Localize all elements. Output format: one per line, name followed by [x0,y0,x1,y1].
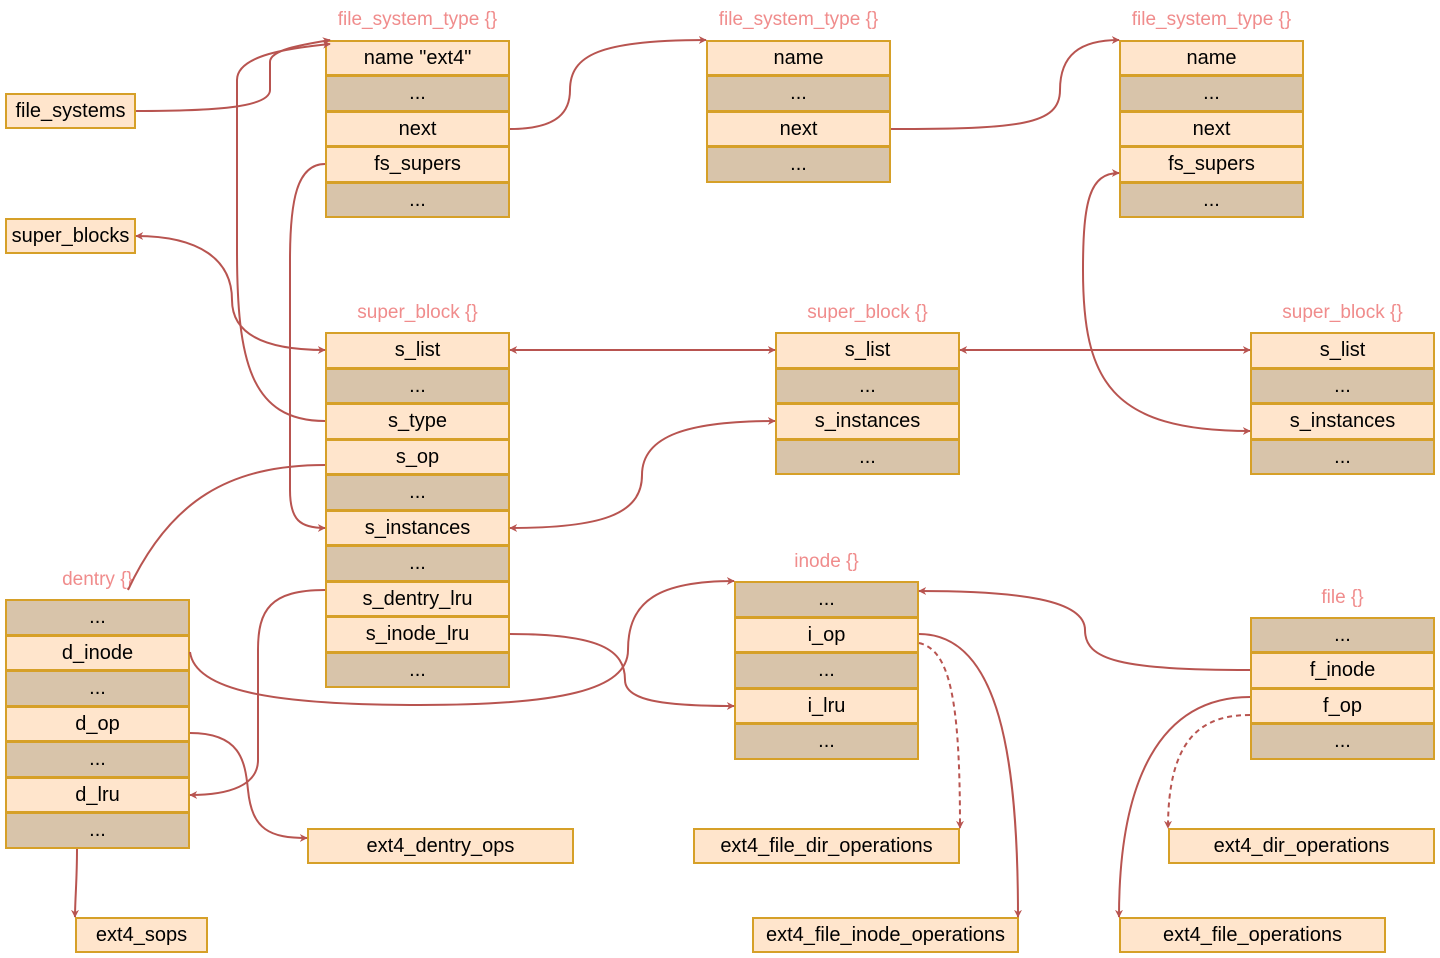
edge-i-op-to-file-inode-ops [918,633,1022,918]
ext4-file-operations-box: ext4_file_operations [1119,917,1386,953]
edge-f-inode-to-inode [918,587,1251,671]
sb3-field-ellipsis: ... [1250,368,1435,404]
sb3-field-ellipsis: ... [1250,439,1435,475]
sb1-field-ellipsis: ... [325,652,510,688]
edge-sb1-instances-to-sb2-instances [509,417,776,532]
dentry-field-d-lru: d_lru [5,777,190,813]
sb1-field-s-op: s_op [325,439,510,475]
edge-file-systems-to-fst1 [135,37,331,112]
fst3-field-next: next [1119,111,1304,147]
edge-fst1-next-to-fst2 [509,36,707,130]
ext4-dentry-ops-box: ext4_dentry_ops [307,828,574,864]
sb1-title: super_block {} [357,302,478,323]
sb2-field-ellipsis: ... [775,439,960,475]
dentry-field-ellipsis: ... [5,599,190,636]
edge-i-op-to-file-dir-ops [918,642,964,829]
inode-field-ellipsis: ... [734,723,919,760]
dentry-title: dentry {} [62,569,133,590]
sb3-title: super_block {} [1282,302,1403,323]
fst2-field-next: next [706,111,891,147]
inode-field-ellipsis: ... [734,652,919,689]
edge-fst2-next-to-fst3 [890,36,1120,130]
file-systems-box: file_systems [5,93,136,129]
fst3-field-name: name [1119,40,1304,76]
inode-field-i-lru: i_lru [734,688,919,724]
fst1-field-fs-supers: fs_supers [325,146,510,183]
fst1-field-ellipsis: ... [325,75,510,112]
fst2-field-ellipsis: ... [706,146,891,183]
super-blocks-box: super_blocks [5,218,136,254]
ext4-sops-box: ext4_sops [75,917,208,953]
inode-field-ellipsis: ... [734,581,919,618]
file-title: file {} [1321,587,1364,608]
file-field-ellipsis: ... [1250,723,1435,760]
file-field-f-inode: f_inode [1250,652,1435,689]
dentry-field-ellipsis: ... [5,812,190,849]
edge-sb1-inode-lru-to-i-lru [509,633,735,710]
fst2-title: file_system_type {} [718,9,879,30]
sb2-title: super_block {} [807,302,928,323]
edge-fst1-fs-supers-to-sb1-instances [289,163,326,532]
edge-dentry-to-ext4-sops [71,848,80,918]
edge-fst3-fs-supers-to-sb3-instances [1081,169,1251,435]
sb1-field-ellipsis: ... [325,474,510,511]
ext4-file-dir-operations-box: ext4_file_dir_operations [693,828,960,864]
edge-sb1-s-op-to-dentry [127,464,326,591]
ext4-file-inode-operations-box: ext4_file_inode_operations [752,917,1019,953]
fst1-title: file_system_type {} [337,9,498,30]
edge-sb1-dentry-lru-to-d-lru [189,589,326,799]
edge-sb1-s-type-to-fst1 [236,40,331,422]
sb3-field-s-list: s_list [1250,332,1435,369]
edge-f-op-to-dir-ops [1164,714,1251,829]
fst3-title: file_system_type {} [1131,9,1292,30]
edge-f-op-to-file-ops [1115,696,1251,918]
edge-d-inode-to-inode [189,577,735,707]
edge-super-blocks-to-sb1 [135,232,326,354]
ext4-dir-operations-box: ext4_dir_operations [1168,828,1435,864]
inode-title: inode {} [794,551,859,572]
edge-d-op-to-dentry-ops [189,732,308,842]
fst1-field-ellipsis: ... [325,182,510,218]
dentry-field-d-inode: d_inode [5,635,190,671]
sb1-field-s-instances: s_instances [325,510,510,546]
